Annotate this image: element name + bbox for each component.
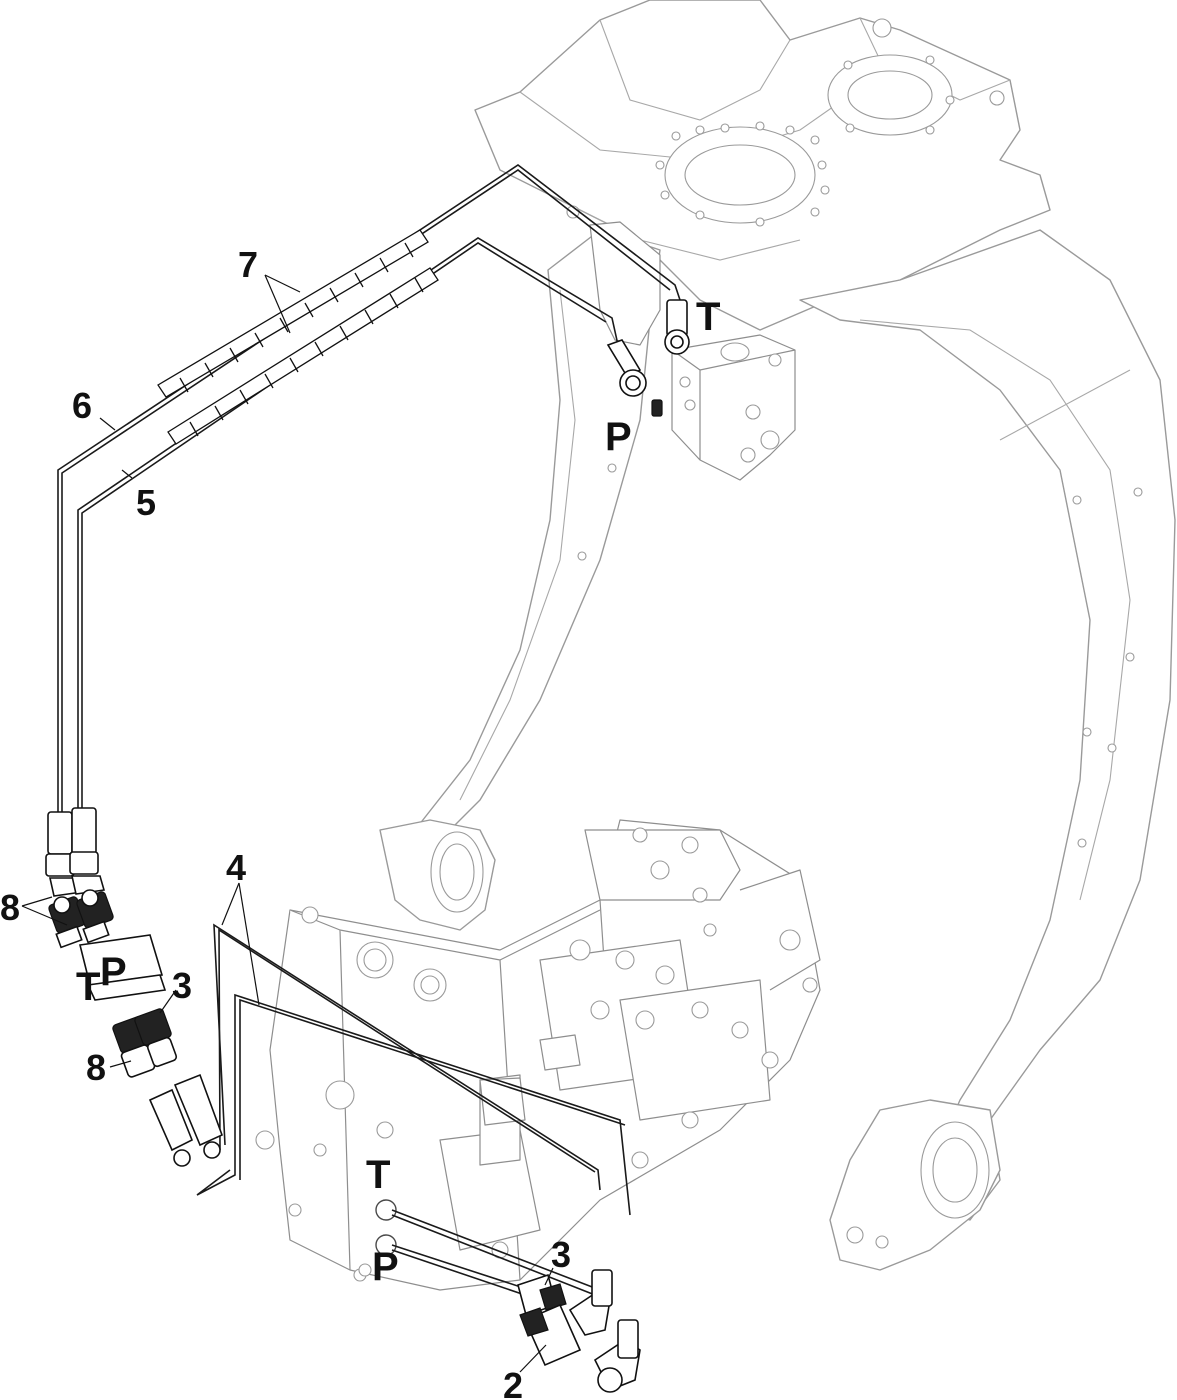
callout-7: 7 (238, 244, 258, 285)
port-label-t-upper: T (696, 295, 720, 339)
port-label-t-left: T (76, 965, 100, 1009)
control-valve-bank (255, 819, 821, 1291)
callout-4: 4 (226, 847, 246, 888)
callout-numbers: 7 6 5 4 8 3 8 3 2 (0, 244, 571, 1400)
port-label-p-valve: P (372, 1245, 399, 1289)
port-labels: T P T P T P (76, 295, 720, 1289)
leader-lines (21, 274, 554, 1373)
callout-5: 5 (136, 482, 156, 523)
callout-6: 6 (72, 385, 92, 426)
callout-3-right: 3 (551, 1234, 571, 1275)
port-label-p-upper: P (605, 415, 632, 459)
spiral-hose-guards (157, 229, 439, 445)
hose-fittings (45, 299, 690, 1393)
callout-2: 2 (503, 1365, 523, 1400)
loader-frame (379, 0, 1176, 1271)
callout-3-left: 3 (172, 965, 192, 1006)
callout-8-bottom: 8 (86, 1047, 106, 1088)
upper-valve-block (589, 221, 796, 481)
port-label-t-valve: T (366, 1153, 390, 1197)
callout-8-top: 8 (0, 887, 20, 928)
port-label-p-left: P (100, 950, 127, 994)
